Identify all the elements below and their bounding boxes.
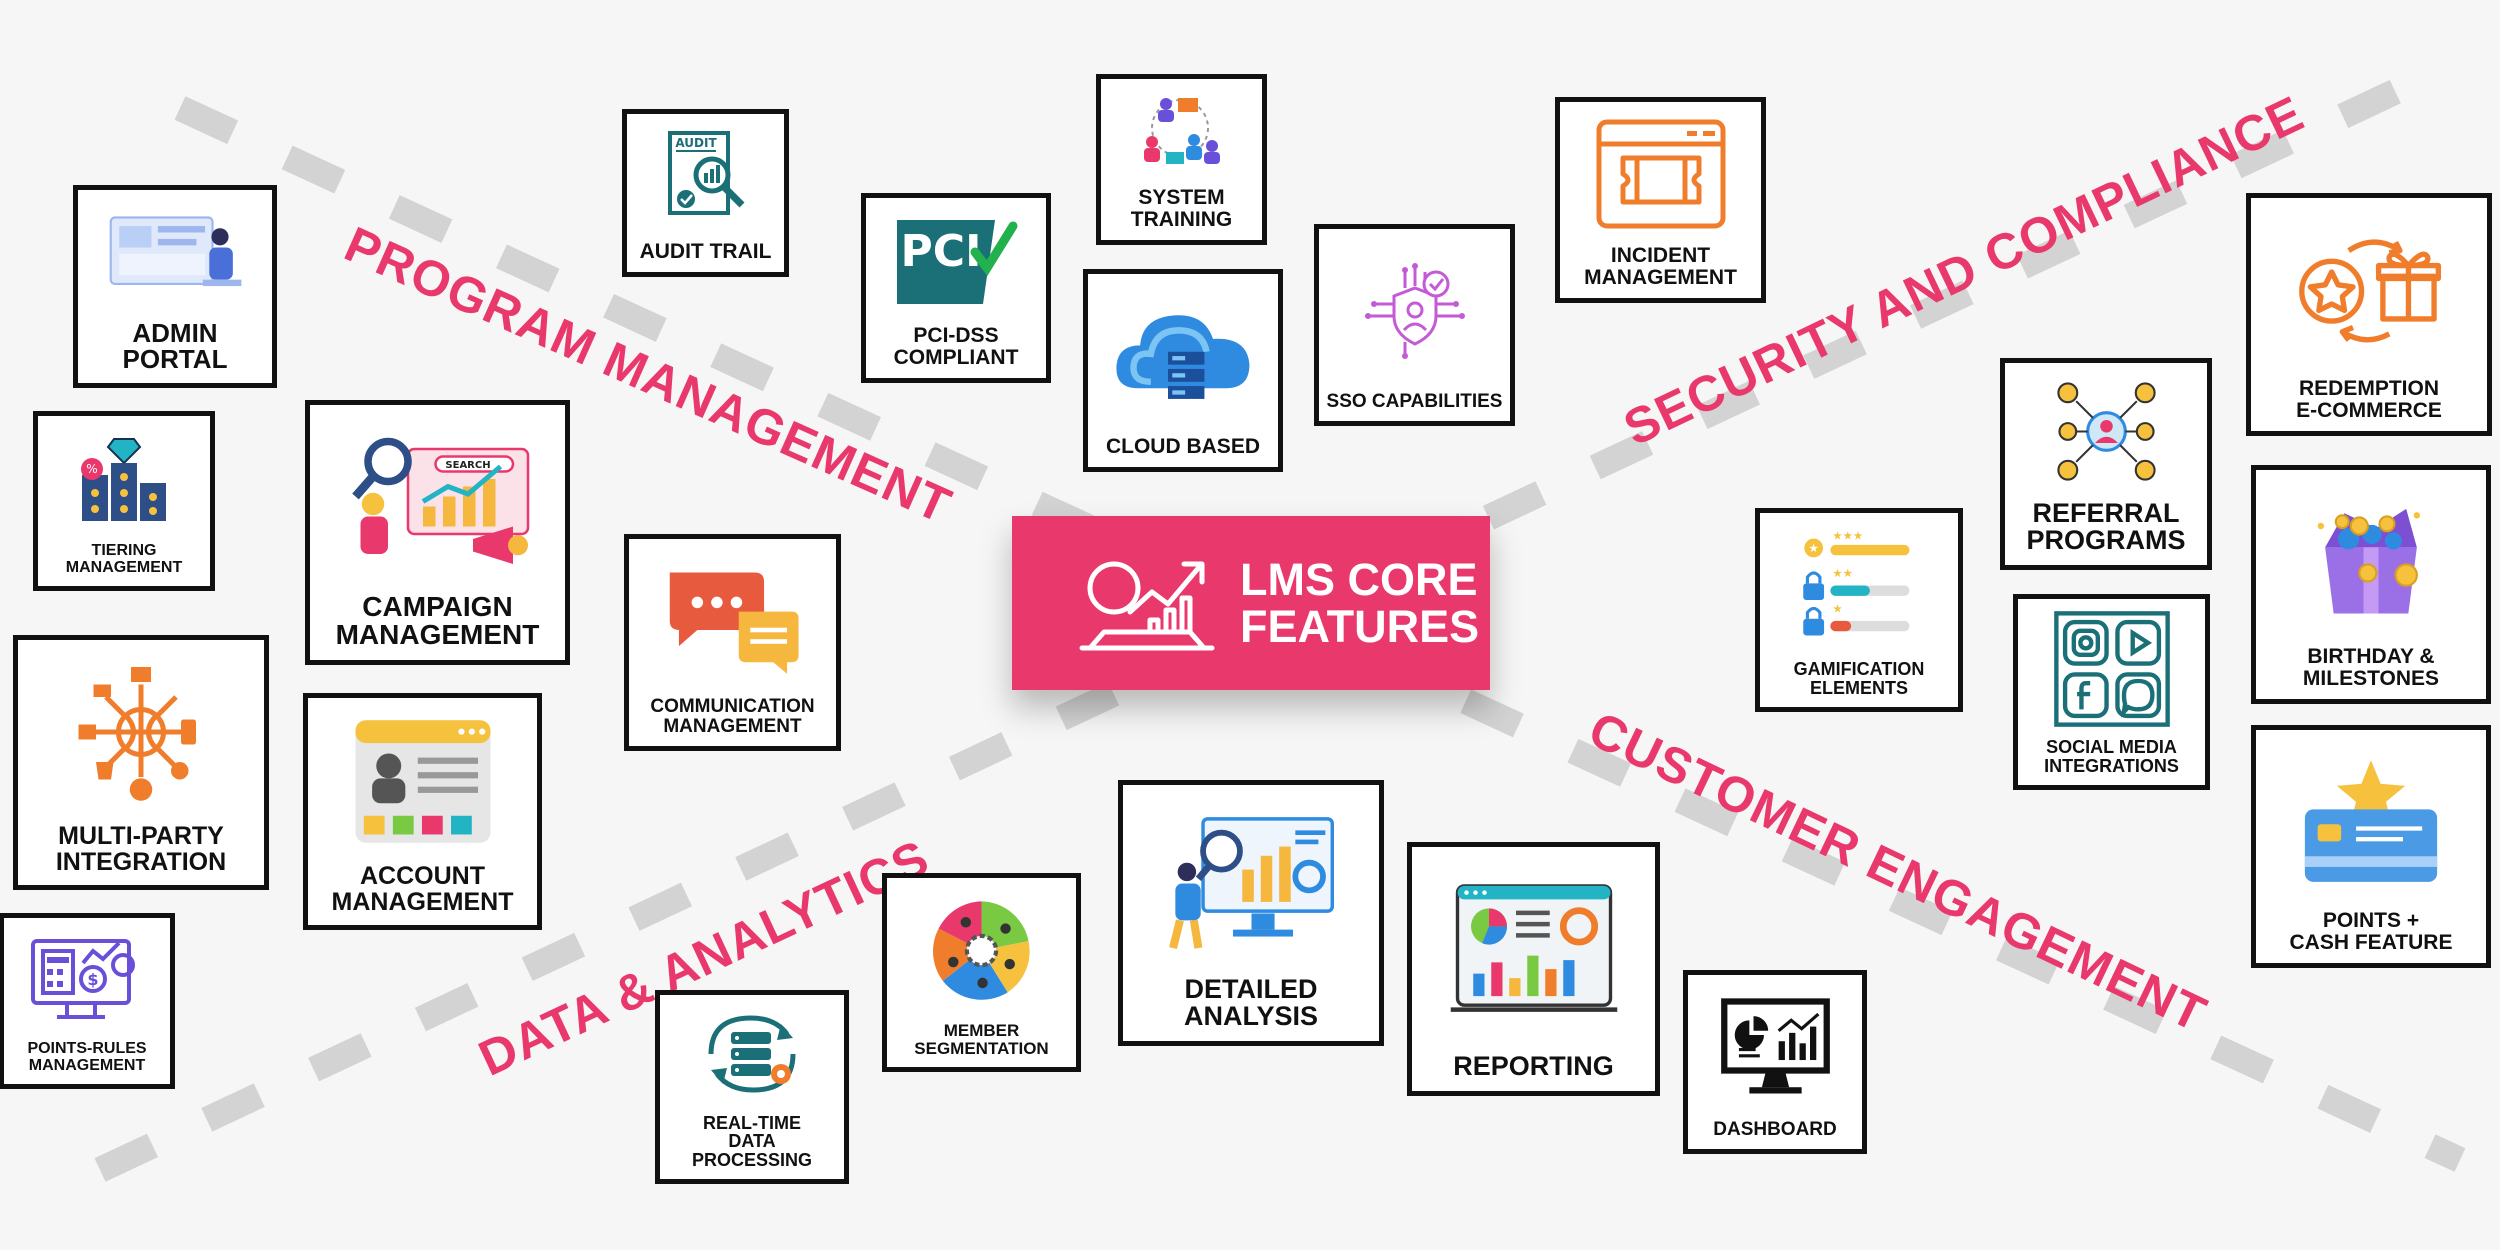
feature-system-training: SYSTEM TRAINING xyxy=(1096,74,1267,245)
label-pci: PCI-DSS COMPLIANT xyxy=(893,324,1019,369)
campaign-marketing-icon: SEARCH xyxy=(351,437,529,564)
chat-bubbles-icon xyxy=(669,572,799,674)
feature-social-media-integrations: SOCIAL MEDIA INTEGRATIONS xyxy=(2013,594,2210,790)
feature-dashboard: DASHBOARD xyxy=(1683,970,1867,1154)
svg-text:$: $ xyxy=(87,970,98,989)
feature-birthday-milestones: BIRTHDAY & MILESTONES xyxy=(2251,465,2491,704)
pci-logo-text: PCI xyxy=(901,226,982,277)
label-points-rules: POINTS-RULES MANAGEMENT xyxy=(27,1040,147,1074)
feature-cloud-based: CLOUD BASED xyxy=(1083,269,1283,472)
calculator-screen-icon: $ xyxy=(31,938,135,1019)
label-gamification: GAMIFICATION ELEMENTS xyxy=(1793,659,1925,698)
feature-communication-management: COMMUNICATION MANAGEMENT xyxy=(624,534,841,751)
label-system-training: SYSTEM TRAINING xyxy=(1130,186,1233,231)
monitor-chart-icon xyxy=(1720,998,1830,1094)
report-dashboard-icon xyxy=(1450,884,1617,1013)
feature-multi-party-integration: MULTI-PARTY INTEGRATION xyxy=(13,635,269,890)
label-dashboard: DASHBOARD xyxy=(1713,1118,1837,1140)
svg-text:★★: ★★ xyxy=(1832,566,1853,580)
label-social: SOCIAL MEDIA INTEGRATIONS xyxy=(2044,737,2179,776)
center-title: LMS CORE FEATURES xyxy=(1240,553,1480,652)
feature-detailed-analysis: DETAILED ANALYSIS xyxy=(1118,780,1384,1046)
analysis-chart-person-icon xyxy=(1168,817,1334,950)
feature-tiering-management: % TIERING MANAGEMENT xyxy=(33,411,215,591)
tier-podium-icon: % xyxy=(81,437,166,521)
feature-pci-dss-compliant: PCI DSS COMPLIANT PCI-DSS COMPLIANT xyxy=(861,193,1051,383)
feature-admin-portal: ADMIN PORTAL xyxy=(73,185,277,388)
svg-text:★: ★ xyxy=(1832,602,1842,616)
feature-real-time-data-processing: REAL-TIME DATA PROCESSING xyxy=(655,990,849,1184)
feature-account-management: ACCOUNT MANAGEMENT xyxy=(303,693,542,930)
feature-gamification-elements: ★ ★★★★★★ GAMIFICATION ELEMENTS xyxy=(1755,508,1963,712)
label-member-seg: MEMBER SEGMENTATION xyxy=(914,1021,1049,1058)
label-points-cash: POINTS + CASH FEATURE xyxy=(2289,909,2453,954)
audit-doc-text: AUDIT xyxy=(675,136,717,150)
account-profile-icon xyxy=(355,719,490,843)
label-incident: INCIDENT MANAGEMENT xyxy=(1584,244,1737,289)
gift-box-coins-icon xyxy=(2317,509,2421,614)
cloud-server-icon xyxy=(1116,314,1250,399)
data-sync-icon xyxy=(708,1015,796,1093)
feature-campaign-management: SEARCH CAMPAIGN MANAGEMENT xyxy=(305,400,570,665)
label-account: ACCOUNT MANAGEMENT xyxy=(331,862,514,916)
admin-portal-icon xyxy=(109,216,242,287)
label-audit: AUDIT TRAIL xyxy=(639,239,772,263)
incident-browser-icon xyxy=(1596,119,1725,229)
dss-logo-text: DSS xyxy=(941,272,981,293)
label-birthday: BIRTHDAY & MILESTONES xyxy=(2302,645,2440,690)
feature-sso-capabilities: SSO CAPABILITIES xyxy=(1314,224,1515,426)
growth-chart-icon xyxy=(1079,561,1215,651)
segmentation-pie-icon xyxy=(933,901,1030,1000)
referral-network-icon xyxy=(2056,382,2156,481)
svg-text:★: ★ xyxy=(1808,541,1818,555)
svg-text:★★★: ★★★ xyxy=(1832,529,1863,543)
feature-redemption-e-commerce: REDEMPTION E-COMMERCE xyxy=(2246,193,2492,436)
sso-user-shield-icon xyxy=(1364,263,1465,360)
label-redemption: REDEMPTION E-COMMERCE xyxy=(2296,377,2442,422)
label-realtime: REAL-TIME DATA PROCESSING xyxy=(691,1112,813,1170)
reward-star-gift-icon xyxy=(2299,239,2441,343)
svg-text:%: % xyxy=(86,462,97,476)
feature-reporting: REPORTING xyxy=(1407,842,1660,1096)
label-detailed: DETAILED ANALYSIS xyxy=(1183,973,1319,1032)
training-people-icon xyxy=(1143,98,1220,165)
label-tiering: TIERING MANAGEMENT xyxy=(65,542,183,576)
label-cloud: CLOUD BASED xyxy=(1105,434,1260,458)
feature-member-segmentation: MEMBER SEGMENTATION xyxy=(882,873,1081,1072)
feature-points-cash: POINTS + CASH FEATURE xyxy=(2251,725,2491,968)
network-integration-icon xyxy=(78,667,196,801)
center-title-box: LMS CORE FEATURES xyxy=(1012,516,1490,690)
label-reporting: REPORTING xyxy=(1453,1051,1614,1082)
search-bar-text: SEARCH xyxy=(445,460,490,471)
star-credit-card-icon xyxy=(2304,760,2438,882)
label-multi-party: MULTI-PARTY INTEGRATION xyxy=(55,822,227,876)
label-referral: REFERRAL PROGRAMS xyxy=(2026,497,2186,556)
audit-document-icon: AUDIT xyxy=(667,131,744,216)
pci-dss-logo-icon: PCI DSS COMPLIANT xyxy=(897,219,1018,304)
compliant-small-text: COMPLIANT xyxy=(938,294,985,302)
feature-audit-trail: AUDIT AUDIT TRAIL xyxy=(622,109,789,277)
social-media-grid-icon xyxy=(2053,610,2170,727)
feature-referral-programs: REFERRAL PROGRAMS xyxy=(2000,358,2212,570)
label-sso: SSO CAPABILITIES xyxy=(1326,390,1503,412)
label-admin-portal: ADMIN PORTAL xyxy=(122,317,228,375)
gamification-levels-icon: ★ ★★★★★★ xyxy=(1802,529,1909,636)
feature-points-rules-management: $ POINTS-RULES MANAGEMENT xyxy=(0,913,175,1089)
label-campaign: CAMPAIGN MANAGEMENT xyxy=(335,590,540,651)
feature-incident-management: INCIDENT MANAGEMENT xyxy=(1555,97,1766,303)
label-communication: COMMUNICATION MANAGEMENT xyxy=(650,696,815,737)
